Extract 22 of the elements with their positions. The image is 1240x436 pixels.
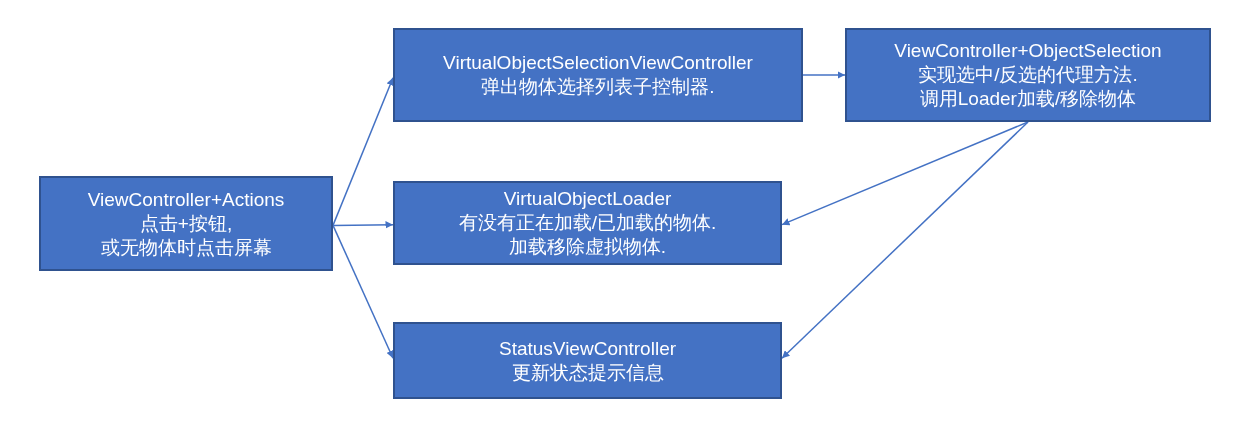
arrow [781,121,1029,226]
box-text: 有没有正在加载/已加载的物体. [458,211,717,235]
box-text: 点击+按钮, [139,211,233,236]
process-box [393,181,782,265]
box-text: 或无物体时点击屏幕 [100,235,272,260]
process-box [39,176,333,271]
box-text: 弹出物体选择列表子控制器. [481,75,715,99]
arrow [802,71,846,79]
box-text: ViewController+Actions [87,187,285,212]
box-text: 加载移除虚拟物体. [508,235,667,259]
process-box [393,322,782,399]
box-text: StatusViewController [498,336,677,361]
box-text: VirtualObjectSelectionViewController [443,51,753,75]
process-box [393,28,803,122]
process-box [845,28,1211,122]
arrow [781,121,1029,359]
box-text: ViewController+ObjectSelection [894,39,1162,63]
box-text: 实现选中/反选的代理方法. [918,63,1138,87]
arrow [332,221,394,229]
box-text: 调用Loader加载/移除物体 [919,87,1137,111]
box-text: 更新状态提示信息 [511,360,664,385]
box-text: VirtualObjectLoader [503,187,672,211]
